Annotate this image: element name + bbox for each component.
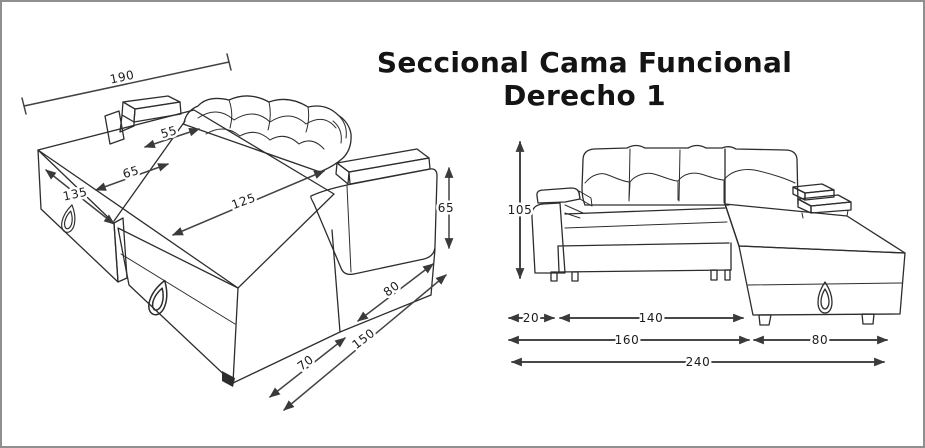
dim-label-190: 190 (109, 68, 136, 87)
dim-240: 240 (510, 353, 886, 372)
dim-label-20: 20 (523, 311, 539, 325)
dim-label-80: 80 (381, 278, 403, 299)
dim-65-height: 65 (435, 166, 456, 250)
dim-160: 160 (507, 331, 751, 350)
sofa-foot (222, 371, 235, 387)
dim-150: 150 (283, 274, 447, 411)
dim-label-105: 105 (508, 203, 533, 217)
sofa-bed-drawing (37, 95, 438, 387)
dim-label-70: 70 (295, 352, 317, 373)
dim-105: 105 (505, 140, 534, 280)
left-diagram: 190 55 65 135 125 (21, 53, 456, 411)
dim-label-80-chaise: 80 (812, 333, 828, 347)
dim-label-65: 65 (121, 163, 141, 181)
dim-190: 190 (21, 53, 232, 115)
dim-label-240: 240 (686, 355, 711, 369)
dim-label-55: 55 (159, 123, 179, 141)
page-title: Seccional Cama Funcional Derecho 1 (376, 46, 793, 112)
dim-label-65-height: 65 (438, 201, 454, 215)
left-dimensions: 190 55 65 135 125 (21, 53, 456, 411)
dim-label-125: 125 (230, 190, 258, 212)
handle-icon (817, 281, 833, 314)
right-diagram: 105 20 140 160 80 (505, 140, 906, 372)
dim-80: 80 (357, 263, 434, 322)
dim-80-chaise: 80 (752, 331, 889, 350)
handle-icon (148, 279, 168, 316)
handle-icon (61, 204, 76, 233)
dim-20: 20 (507, 309, 556, 328)
dim-140: 140 (558, 309, 745, 328)
sectional-drawing (531, 144, 906, 326)
dim-135: 135 (45, 169, 115, 225)
dim-label-140: 140 (639, 311, 664, 325)
dim-label-160: 160 (615, 333, 640, 347)
right-dimensions: 105 20 140 160 80 (505, 140, 889, 372)
dim-label-150: 150 (350, 326, 378, 352)
dim-65: 65 (94, 161, 170, 191)
